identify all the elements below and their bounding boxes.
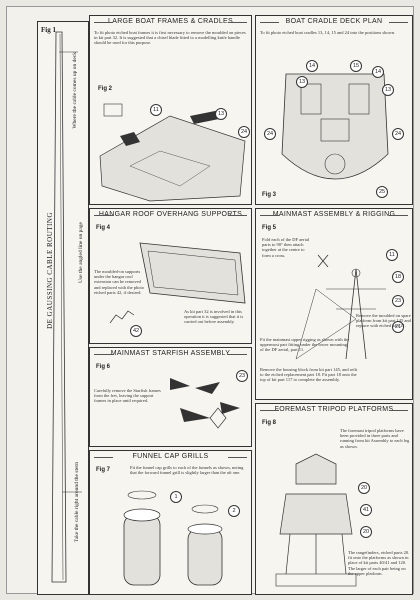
panel-text: Fold each of the DF aerial parts to 90° …	[262, 237, 310, 258]
mainmast-panel: MAINMAST ASSEMBLY & RIGGING Fig 5 Fold e…	[255, 208, 413, 400]
strip-note-3: Take the cable right around the stern	[74, 462, 80, 543]
deck-plan-panel: BOAT CRADLE DECK PLAN To fit photo etche…	[255, 15, 413, 205]
fig-label: Fig 5	[262, 225, 277, 231]
fig-label: Fig 7	[96, 467, 111, 473]
callout: 11	[386, 249, 398, 261]
panel-title: FUNNEL CAP GRILLS	[90, 451, 251, 463]
callout: 24	[264, 128, 276, 140]
callout: 14	[372, 66, 384, 78]
callout: 14	[306, 60, 318, 72]
callout: 20	[360, 526, 372, 538]
strip-note-1: Where the cable comes up on deck	[72, 52, 78, 129]
callout: 18	[392, 271, 404, 283]
callout: 21	[392, 321, 404, 333]
callout: 2	[228, 505, 240, 517]
foremast-drawing	[275, 453, 357, 587]
panel-text: To fit photo etched boat frames it is fi…	[94, 30, 246, 46]
hangar-drawing	[109, 242, 246, 324]
panel-title: MAINMAST ASSEMBLY & RIGGING	[256, 209, 412, 221]
fig-label: Fig 2	[98, 86, 113, 92]
panel-text: To fit photo etched boat cradles 13, 14,…	[260, 30, 396, 35]
callout: 25	[376, 186, 388, 198]
mainmast-drawing	[295, 254, 386, 360]
fig-label: Fig 4	[96, 225, 111, 231]
fig-label: Fig 8	[262, 420, 277, 426]
callout: 13	[296, 76, 308, 88]
hangar-panel: HANGAR ROOF OVERHANG SUPPORTS Fig 4 The …	[89, 208, 252, 344]
panel-text: The moulded-on supports under the hangar…	[94, 269, 144, 295]
panel-text: Fit the funnel cap grills to each of the…	[130, 465, 244, 476]
panel-text: The foremast tripod platforms have been …	[340, 428, 410, 449]
callout: 23	[392, 295, 404, 307]
foremast-panel: FOREMAST TRIPOD PLATFORMS Fig 8 The fore…	[255, 403, 413, 595]
panel-text-2: As kit part 32 is involved in this opera…	[184, 309, 244, 325]
callout: 24	[392, 128, 404, 140]
callout: 41	[360, 504, 372, 516]
fig1-label: Fig 1	[41, 26, 56, 34]
panel-text-2: The rangefinders, etched parts 20. fit o…	[348, 550, 410, 576]
callout: 23	[236, 370, 248, 382]
starfish-panel: MAINMAST STARFISH ASSEMBLY Fig 6 Careful…	[89, 347, 252, 447]
callout: 24	[238, 126, 250, 138]
deck-plan-drawing	[281, 73, 389, 180]
strip-note-2: Use the angled line on page	[78, 222, 84, 283]
callout: 13	[382, 84, 394, 96]
panel-title: MAINMAST STARFISH ASSEMBLY	[90, 348, 251, 360]
panel-text-4: Remove the housing block from kit part 1…	[260, 367, 358, 383]
callout: 1	[170, 491, 182, 503]
boat-frames-drawing	[99, 103, 246, 202]
fig-label: Fig 3	[262, 192, 277, 198]
panel-title: LARGE BOAT FRAMES & CRADLES	[90, 16, 251, 28]
strip-title: DE GAUSSING CABLE ROUTING	[46, 212, 54, 329]
panel-text: Carefully remove the Starfish frames fro…	[94, 388, 161, 404]
callout: 42	[130, 325, 142, 337]
panel-title: FOREMAST TRIPOD PLATFORMS	[256, 404, 412, 416]
instruction-sheet: Fig 1 Where the cable comes up on deck U…	[6, 6, 414, 595]
panel-text-2: Fit the mainmast upper rigging as shown …	[260, 337, 350, 353]
callout: 15	[350, 60, 362, 72]
callout: 13	[215, 108, 227, 120]
callout: 11	[150, 104, 162, 116]
degaussing-strip: Fig 1 Where the cable comes up on deck U…	[37, 21, 89, 595]
boat-frames-panel: LARGE BOAT FRAMES & CRADLES To fit photo…	[89, 15, 252, 205]
fig-label: Fig 6	[96, 364, 111, 370]
panel-title: HANGAR ROOF OVERHANG SUPPORTS	[90, 209, 251, 221]
funnel-drawing	[123, 490, 223, 586]
callout: 20	[358, 482, 370, 494]
starfish-drawing	[170, 378, 240, 429]
panel-text-3: Remove the moulded on spare platform fro…	[356, 313, 411, 329]
hull-outline	[51, 31, 82, 583]
funnel-panel: FUNNEL CAP GRILLS Fig 7 Fit the funnel c…	[89, 450, 252, 595]
panel-title: BOAT CRADLE DECK PLAN	[256, 16, 412, 28]
